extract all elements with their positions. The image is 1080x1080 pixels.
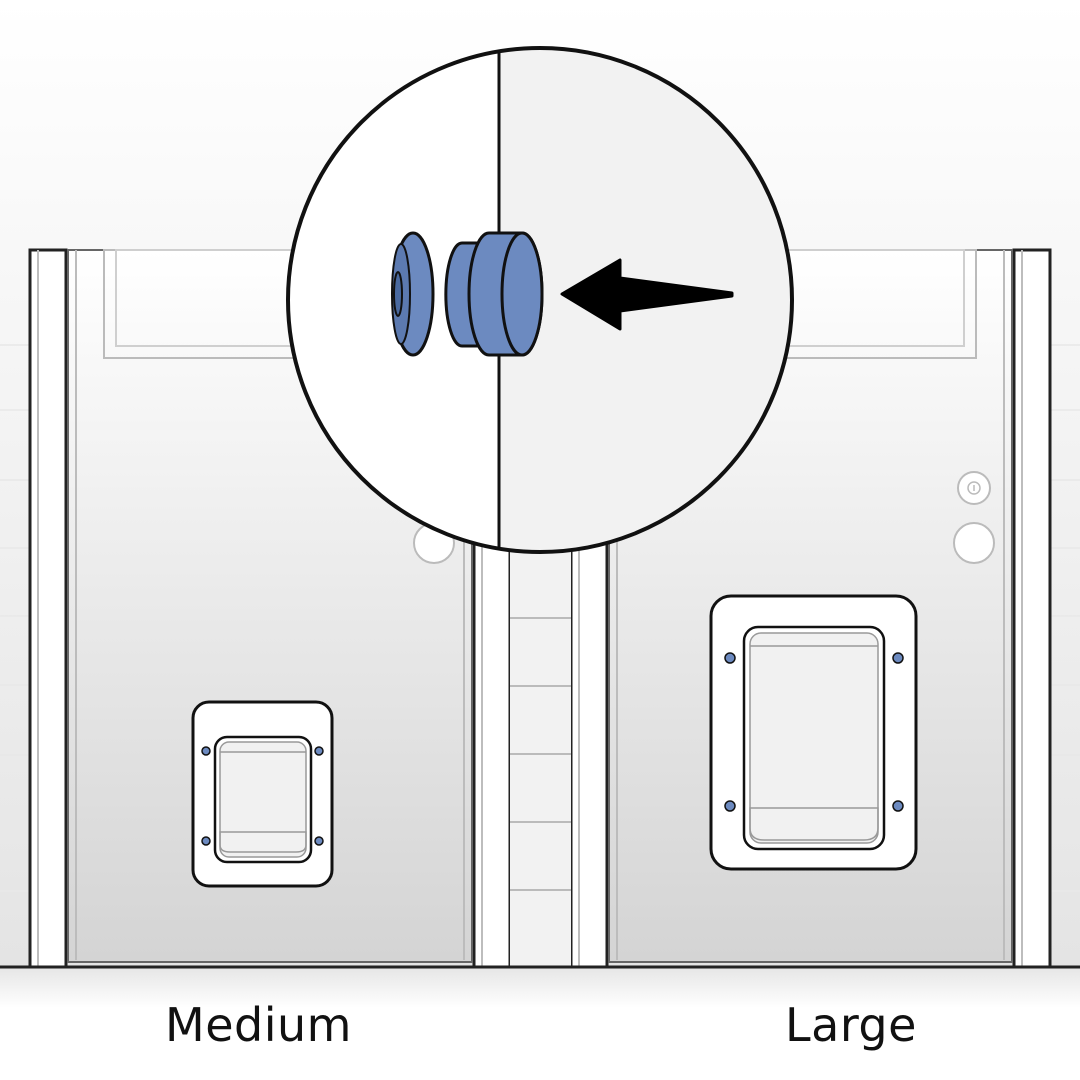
right-door-knob [953,522,995,564]
large-screw-dots [724,652,904,812]
fastener-parts [391,231,544,357]
large-pet-door [709,594,918,871]
medium-screw-dots [201,746,324,846]
arrow-left-icon [560,258,734,331]
large-label: Large [785,998,917,1052]
wall-siding-lines [0,344,1080,892]
medium-pet-door [191,700,334,888]
door-frame-posts [28,248,1052,969]
floor-shadow [0,968,1080,1008]
medium-label: Medium [165,998,352,1052]
